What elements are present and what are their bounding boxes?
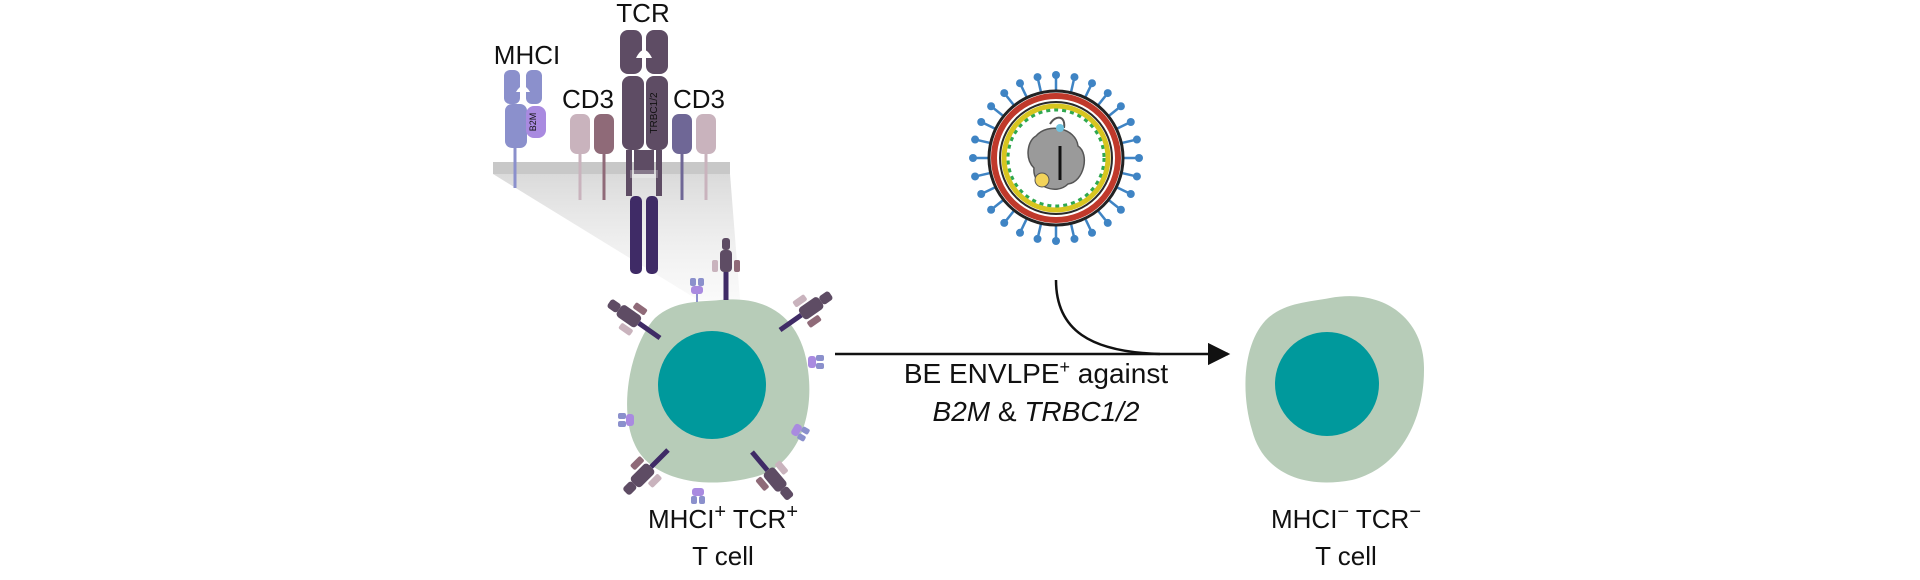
envlpe-particle [969, 71, 1143, 245]
mhci-molecule: B2M [504, 70, 546, 188]
particle-spike-head [1033, 73, 1042, 82]
particle-spike-head [977, 117, 986, 126]
mhci-label: MHCI [494, 40, 560, 70]
particle-spike-head [1126, 190, 1135, 199]
surface-tcr-top [712, 238, 740, 300]
surface-tcr-lower-left [623, 448, 670, 495]
particle-spike-head [1000, 89, 1009, 98]
particle-spike-head [1116, 205, 1125, 214]
particle-spike-head [1116, 102, 1125, 111]
particle-spike-head [1015, 228, 1024, 237]
particle-spike-head [1070, 73, 1079, 82]
particle-spike-head [1132, 172, 1141, 181]
cd3-right-label: CD3 [673, 84, 725, 114]
particle-spike-head [1135, 154, 1143, 162]
particle-spike-head [1052, 71, 1060, 79]
reaction-arrow: BE ENVLPE+ against B2M & TRBC1/2 [835, 279, 1231, 427]
particle-spike-head [1033, 234, 1042, 243]
cd3-left-complex [570, 114, 614, 200]
membrane-zoom-panel: B2M TRBC1/2 [493, 0, 740, 300]
particle-spike-head [1132, 135, 1141, 144]
surface-mhci-3 [618, 413, 634, 427]
particle-spike-head [1088, 228, 1097, 237]
particle-spike-head [987, 205, 996, 214]
tcr-molecule: TRBC1/2 [620, 30, 668, 274]
particle-spike-head [1126, 117, 1135, 126]
right-cell-type-label: T cell [1315, 541, 1377, 571]
particle-spike-head [1000, 218, 1009, 227]
trbc-domain-label: TRBC1/2 [649, 92, 660, 134]
particle-spike-head [1052, 237, 1060, 245]
base-editor-protein [1027, 116, 1086, 190]
surface-mhci-2 [808, 355, 824, 369]
particle-spike-head [1103, 218, 1112, 227]
membrane-bar [493, 162, 730, 174]
cd3-left-label: CD3 [562, 84, 614, 114]
surface-mhci-4 [791, 423, 810, 442]
left-cell-nucleus [658, 331, 766, 439]
tcr-label: TCR [616, 0, 669, 28]
surface-tcr-upper-right [778, 291, 833, 333]
surface-mhci-5 [691, 488, 705, 504]
particle-spike-head [971, 135, 980, 144]
zoom-projection [493, 174, 740, 300]
surface-mhci-1 [690, 278, 704, 302]
particle-spike-head [977, 190, 986, 199]
arrow-label-line1: BE ENVLPE+ against [904, 357, 1168, 389]
left-cell-phenotype-label: MHCI+ TCR+ [648, 501, 798, 534]
right-cell-nucleus [1275, 332, 1379, 436]
particle-spike-head [1088, 79, 1097, 88]
particle-spike-head [969, 154, 977, 162]
surface-tcr-upper-left [607, 299, 662, 341]
particle-spike-head [971, 172, 980, 181]
particle-spike-head [1015, 79, 1024, 88]
left-t-cell: MHCI+ TCR+ T cell [607, 238, 833, 571]
particle-connector-curve [1054, 279, 1161, 356]
particle-spike-head [1103, 89, 1112, 98]
b2m-domain-label: B2M [528, 113, 538, 132]
surface-tcr-lower-right [750, 450, 794, 500]
right-t-cell: MHCI− TCR− T cell [1245, 296, 1425, 571]
arrow-label-line2: B2M & TRBC1/2 [933, 396, 1140, 427]
right-cell-phenotype-label: MHCI− TCR− [1271, 501, 1421, 534]
left-cell-type-label: T cell [692, 541, 754, 571]
cd3-right-complex [672, 114, 716, 200]
particle-spike-head [1070, 234, 1079, 243]
particle-spike-head [987, 102, 996, 111]
